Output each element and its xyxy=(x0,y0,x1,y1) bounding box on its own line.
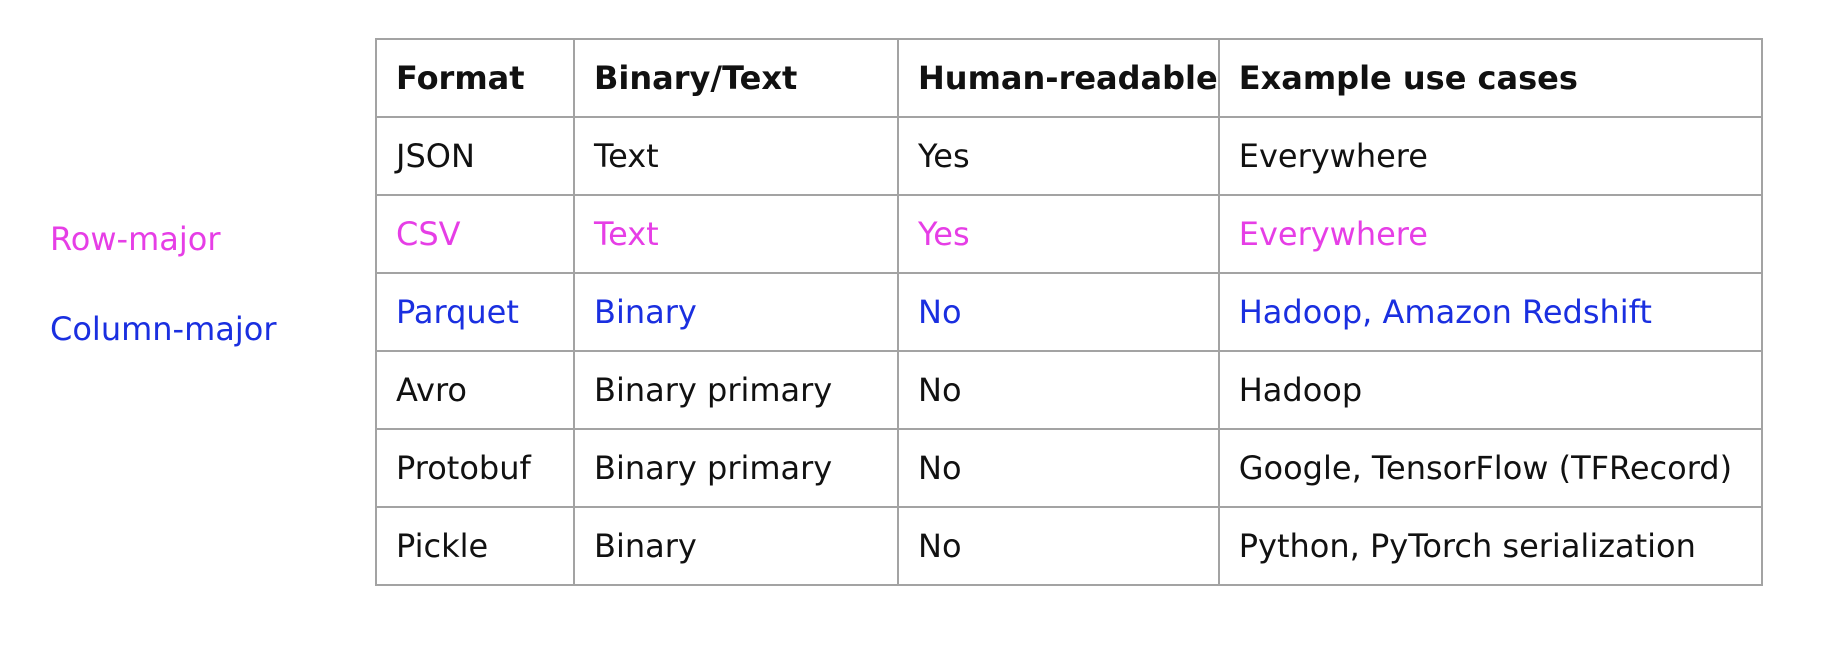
cell-binary-text: Binary primary xyxy=(573,428,899,508)
cell-format: Protobuf xyxy=(375,428,575,508)
header-binary-text: Binary/Text xyxy=(573,38,899,118)
cell-human-readable: No xyxy=(897,506,1220,586)
cell-binary-text: Text xyxy=(573,194,899,274)
table-row-pickle: Pickle Binary No Python, PyTorch seriali… xyxy=(375,506,1763,586)
cell-format: Parquet xyxy=(375,272,575,352)
table-row-protobuf: Protobuf Binary primary No Google, Tenso… xyxy=(375,428,1763,508)
cell-format: JSON xyxy=(375,116,575,196)
header-example-use-cases: Example use cases xyxy=(1217,38,1763,118)
cell-format: Avro xyxy=(375,350,575,430)
table-header-row: Format Binary/Text Human-readable Exampl… xyxy=(375,38,1763,118)
header-human-readable: Human-readable xyxy=(897,38,1220,118)
cell-binary-text: Binary xyxy=(573,272,899,352)
cell-use-cases: Everywhere xyxy=(1217,194,1763,274)
cell-format: Pickle xyxy=(375,506,575,586)
cell-binary-text: Text xyxy=(573,116,899,196)
table-row-avro: Avro Binary primary No Hadoop xyxy=(375,350,1763,430)
data-formats-table: Format Binary/Text Human-readable Exampl… xyxy=(375,38,1763,586)
cell-human-readable: No xyxy=(897,350,1220,430)
cell-human-readable: Yes xyxy=(897,116,1220,196)
cell-use-cases: Everywhere xyxy=(1217,116,1763,196)
table-row-json: JSON Text Yes Everywhere xyxy=(375,116,1763,196)
column-major-label: Column-major xyxy=(50,310,277,348)
cell-use-cases: Google, TensorFlow (TFRecord) xyxy=(1217,428,1763,508)
cell-use-cases: Hadoop xyxy=(1217,350,1763,430)
table-row-csv: CSV Text Yes Everywhere xyxy=(375,194,1763,274)
cell-human-readable: Yes xyxy=(897,194,1220,274)
row-major-label: Row-major xyxy=(50,220,221,258)
header-format: Format xyxy=(375,38,575,118)
cell-human-readable: No xyxy=(897,272,1220,352)
cell-use-cases: Python, PyTorch serialization xyxy=(1217,506,1763,586)
cell-use-cases: Hadoop, Amazon Redshift xyxy=(1217,272,1763,352)
cell-binary-text: Binary primary xyxy=(573,350,899,430)
cell-binary-text: Binary xyxy=(573,506,899,586)
table-row-parquet: Parquet Binary No Hadoop, Amazon Redshif… xyxy=(375,272,1763,352)
cell-human-readable: No xyxy=(897,428,1220,508)
cell-format: CSV xyxy=(375,194,575,274)
